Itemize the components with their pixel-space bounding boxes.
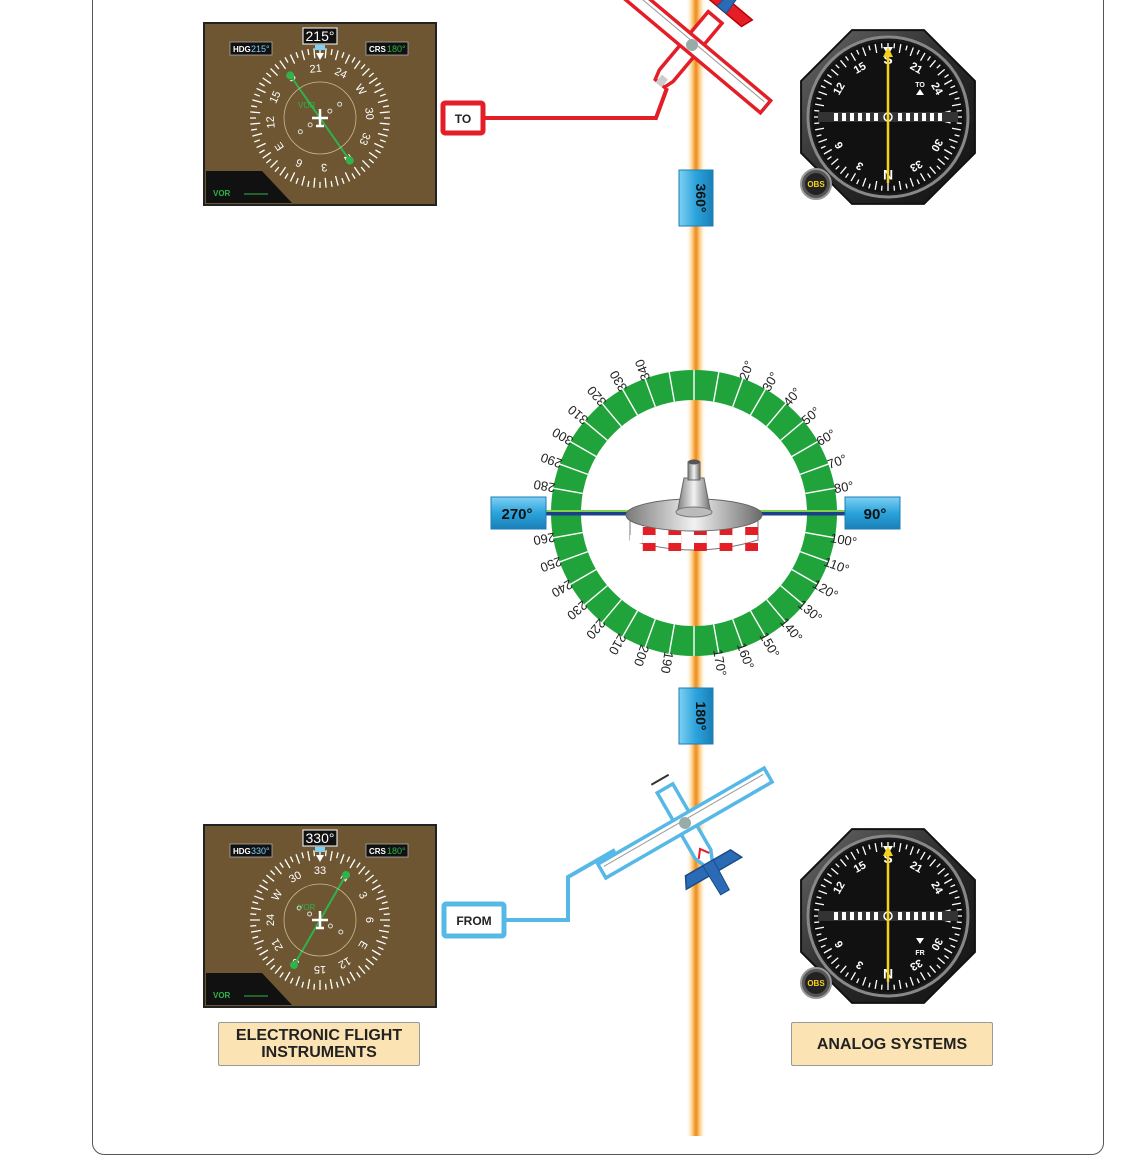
radial-label: 20° <box>736 359 757 383</box>
svg-text:33: 33 <box>908 157 925 174</box>
radial-label: 280 <box>532 477 556 496</box>
svg-text:15: 15 <box>268 89 284 105</box>
airplane-from <box>595 765 775 896</box>
radial-label: 80° <box>833 478 855 496</box>
radial-label: 120° <box>810 576 841 602</box>
efis-center-label: VOR <box>298 903 316 912</box>
svg-text:21: 21 <box>908 859 925 876</box>
radial-label-north: 360° <box>693 184 709 213</box>
svg-text:33: 33 <box>314 865 326 877</box>
efis-hsi-bottom: N36E1215S2124W3033VOR330°HDG330°CRS180°V… <box>203 824 437 1008</box>
svg-text:33: 33 <box>908 956 925 973</box>
radial-label-west: 270° <box>501 506 532 523</box>
obs-knob-label: OBS <box>807 979 825 988</box>
radial-tab-east <box>844 496 901 530</box>
svg-text:15: 15 <box>314 963 326 975</box>
svg-text:24: 24 <box>265 914 277 926</box>
radial-tab-north <box>678 169 714 227</box>
radial-label-south: 180° <box>693 702 709 731</box>
nav-source: VOR <box>213 991 231 1000</box>
hdg-label: HDG <box>233 847 251 856</box>
from-connector <box>505 848 616 922</box>
efis-center-label: VOR <box>298 101 316 110</box>
caption-analog: ANALOG SYSTEMS <box>791 1022 993 1066</box>
hdg-value: 215° <box>251 44 270 54</box>
radial-label: 250 <box>538 554 564 576</box>
obs-knob-label: OBS <box>807 180 825 189</box>
svg-text:3: 3 <box>854 159 865 172</box>
svg-text:21: 21 <box>309 63 322 76</box>
svg-text:30: 30 <box>928 936 945 953</box>
radial-label: 200 <box>631 643 653 669</box>
radial-label: 340 <box>632 357 654 383</box>
svg-text:12: 12 <box>831 81 848 98</box>
analog-cdi-bottom: S2124W3033N36E1215FROBS <box>800 828 976 1004</box>
radial-tab-south <box>678 687 714 745</box>
from-tag-box <box>441 901 507 939</box>
svg-text:6: 6 <box>294 156 305 169</box>
airplane-to <box>610 0 774 116</box>
radial-label: 70° <box>825 451 849 472</box>
radial-label: 100° <box>829 530 858 549</box>
crs-value: 180° <box>387 44 406 54</box>
svg-text:6: 6 <box>833 938 846 949</box>
svg-text:3: 3 <box>321 161 328 173</box>
svg-text:21: 21 <box>908 60 925 77</box>
svg-text:30: 30 <box>928 137 945 154</box>
efis-hsi-top: N36E1215S2124W3033VOR215°HDG215°CRS180°V… <box>203 22 437 206</box>
to-connector <box>484 87 669 120</box>
crs-label: CRS <box>369 847 387 856</box>
crs-value: 180° <box>387 846 406 856</box>
radial-label: 190 <box>658 651 677 675</box>
radial-tab-west <box>490 496 547 530</box>
cdi-flag: TO <box>915 82 925 89</box>
cdi-flag: FR <box>915 950 924 957</box>
efis-heading-readout: 215° <box>306 28 335 44</box>
radial-label: 290 <box>539 450 565 472</box>
radial-label: 170° <box>710 648 729 677</box>
caption-electronic: ELECTRONIC FLIGHT INSTRUMENTS <box>218 1022 420 1066</box>
svg-text:21: 21 <box>269 936 286 953</box>
radial-label: 150° <box>756 629 782 660</box>
svg-text:12: 12 <box>831 880 848 897</box>
svg-text:30: 30 <box>362 107 375 120</box>
svg-text:3: 3 <box>356 890 369 901</box>
radial-label: 260 <box>532 530 556 549</box>
svg-text:12: 12 <box>265 116 278 129</box>
svg-text:6: 6 <box>363 917 375 923</box>
nav-source: VOR <box>213 189 231 198</box>
figure-frame <box>92 0 1104 1155</box>
to-tag: TO <box>455 112 471 126</box>
svg-text:33: 33 <box>356 131 372 147</box>
vor-station <box>625 459 763 551</box>
svg-text:12: 12 <box>336 954 353 971</box>
hdg-label: HDG <box>233 45 251 54</box>
svg-text:3: 3 <box>854 958 865 971</box>
radial-label-east: 90° <box>864 506 887 523</box>
svg-text:6: 6 <box>833 139 846 150</box>
radial-label: 110° <box>822 554 852 577</box>
to-tag-box <box>440 100 486 136</box>
analog-cdi-top: S2124W3033N36E1215TOOBS <box>800 29 976 205</box>
crs-label: CRS <box>369 45 387 54</box>
svg-text:15: 15 <box>852 60 869 77</box>
svg-text:15: 15 <box>852 859 869 876</box>
svg-text:30: 30 <box>287 869 304 886</box>
from-tag: FROM <box>456 914 491 928</box>
hdg-value: 330° <box>251 846 270 856</box>
svg-text:24: 24 <box>333 66 349 82</box>
radial-label: 160° <box>734 641 757 671</box>
efis-heading-readout: 330° <box>306 830 335 846</box>
